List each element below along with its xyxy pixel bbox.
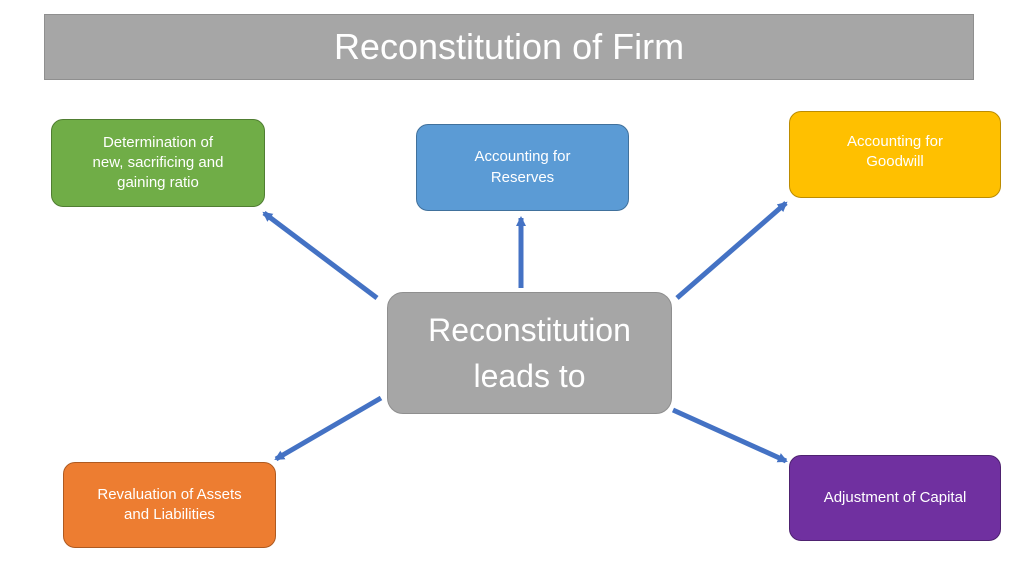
arrow-to-goodwill [675, 201, 788, 300]
node-accounting-goodwill: Accounting for Goodwill [789, 111, 1001, 198]
arrow-to-ratio [262, 211, 379, 300]
node-reconstitution-center: Reconstitution leads to [387, 292, 672, 414]
diagram-title: Reconstitution of Firm [44, 14, 974, 80]
arrow-to-capital [671, 407, 788, 464]
node-revaluation-assets: Revaluation of Assets and Liabilities [63, 462, 276, 548]
arrow-to-revaluation [274, 395, 383, 462]
node-determination-ratio: Determination of new, sacrificing and ga… [51, 119, 265, 207]
node-adjustment-capital: Adjustment of Capital [789, 455, 1001, 541]
node-accounting-reserves: Accounting for Reserves [416, 124, 629, 211]
